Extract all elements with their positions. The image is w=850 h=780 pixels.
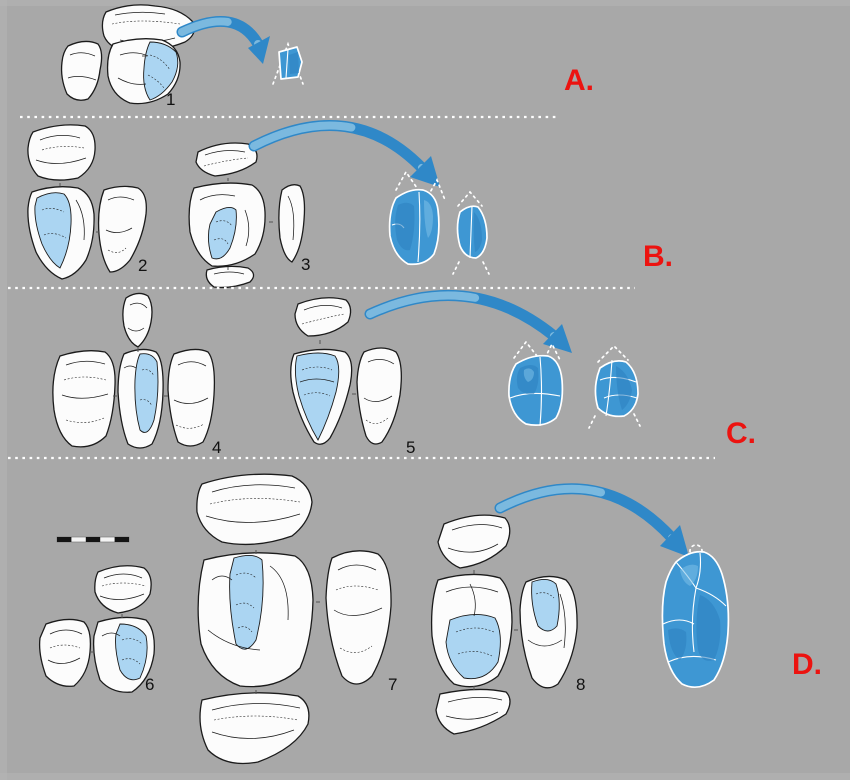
section-label-c: C. <box>726 417 756 450</box>
artifact-group-8 <box>430 514 578 735</box>
artifact-number-6: 6 <box>145 675 155 694</box>
artifact-group-7 <box>196 473 392 765</box>
refit-arrow-d-icon <box>494 483 689 557</box>
artifact-group-3 <box>188 142 306 289</box>
scale-bar <box>56 536 130 543</box>
figure-edge-shade <box>0 773 850 780</box>
refit-silhouette-b1 <box>388 170 446 266</box>
artifact-group-4 <box>52 292 216 449</box>
artifact-number-4: 4 <box>212 438 222 457</box>
refit-arrow-c-icon <box>364 289 572 353</box>
artifact-number-7: 7 <box>388 675 398 694</box>
artifact-number-5: 5 <box>406 438 416 457</box>
refit-silhouette-d <box>661 544 730 689</box>
artifact-group-1 <box>60 4 196 105</box>
figure-edge-shade <box>0 0 7 780</box>
artifact-number-1: 1 <box>166 90 176 109</box>
section-label-d: D. <box>792 648 822 681</box>
refit-arrow-b-icon <box>248 120 440 187</box>
refit-silhouette-b2 <box>452 190 490 275</box>
refit-silhouette-a <box>272 41 304 85</box>
artifact-number-3: 3 <box>301 255 311 274</box>
artifact-number-2: 2 <box>138 256 148 275</box>
refit-arrow-a-icon <box>176 15 270 64</box>
section-label-b: B. <box>643 240 673 273</box>
refit-silhouette-c2 <box>588 344 641 429</box>
section-label-a: A. <box>564 64 594 97</box>
figure-edge-shade <box>0 0 850 6</box>
artifact-group-6 <box>38 565 155 693</box>
artifact-number-8: 8 <box>576 675 586 694</box>
refit-silhouette-c1 <box>508 340 564 427</box>
artifact-group-2 <box>27 124 147 280</box>
artifact-group-5 <box>290 297 402 445</box>
